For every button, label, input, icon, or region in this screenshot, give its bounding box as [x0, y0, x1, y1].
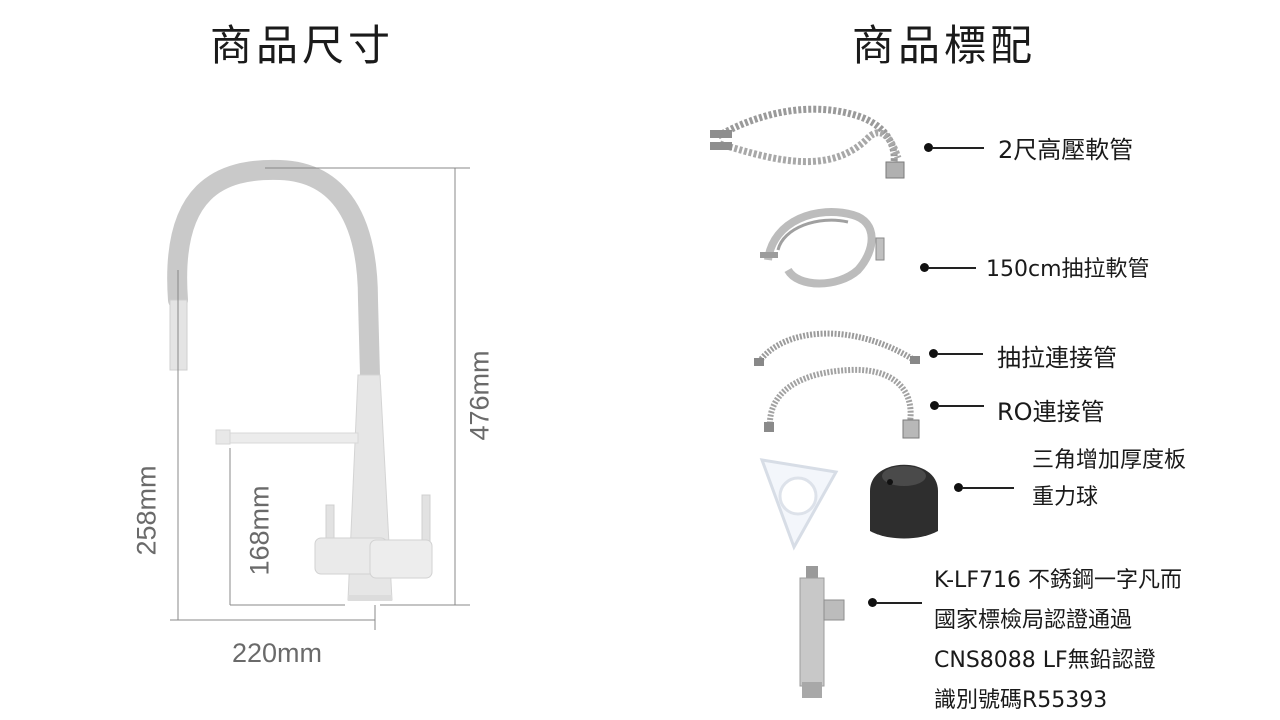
item-3-label: 抽拉連接管: [997, 344, 1117, 372]
item-5-label-line-2: 重力球: [1032, 485, 1099, 510]
dim-body-height: 258mm: [131, 465, 162, 556]
item-1-label: 2尺高壓軟管: [998, 136, 1134, 164]
item-6-label-line-2: 國家標檢局認證通過: [934, 608, 1133, 633]
item-5-dot: [954, 483, 963, 492]
pullout-hose-icon: [760, 208, 885, 288]
dimensions-title: 商品尺寸: [210, 21, 395, 70]
item-5-leader: [962, 487, 1014, 489]
item-6-label-line-3: CNS8088 LF無鉛認證: [934, 648, 1156, 673]
dim-total-height: 476mm: [464, 350, 495, 441]
item-3-leader: [937, 353, 983, 355]
item-6-dot: [868, 598, 877, 607]
dim-width: 220mm: [232, 638, 323, 668]
item-2-label: 150cm抽拉軟管: [986, 257, 1150, 282]
faucet-illustration: [167, 159, 470, 630]
item-4-leader: [938, 405, 984, 407]
valve-icon: [799, 566, 845, 698]
item-4-dot: [930, 401, 939, 410]
item-2-leader: [928, 267, 976, 269]
item-6-label-line-4: 識別號碼R55393: [934, 688, 1108, 713]
item-4-label: RO連接管: [997, 398, 1105, 426]
triangle-plate-icon: [759, 458, 839, 551]
braided-hose-icon: [710, 105, 905, 179]
item-1-leader: [932, 147, 984, 149]
item-3-dot: [929, 349, 938, 358]
item-5-label-line-1: 三角增加厚度板: [1032, 448, 1187, 473]
item-6-leader: [876, 602, 922, 604]
dim-spout-height: 168mm: [244, 485, 275, 576]
accessories-title: 商品標配: [852, 21, 1037, 70]
connector-pipe-icon: [754, 330, 920, 366]
item-6-label-line-1: K-LF716 不銹鋼一字凡而: [934, 568, 1182, 593]
item-1-dot: [924, 143, 933, 152]
weight-ball-icon: [870, 464, 938, 539]
item-2-dot: [920, 263, 929, 272]
ro-pipe-icon: [764, 366, 920, 439]
